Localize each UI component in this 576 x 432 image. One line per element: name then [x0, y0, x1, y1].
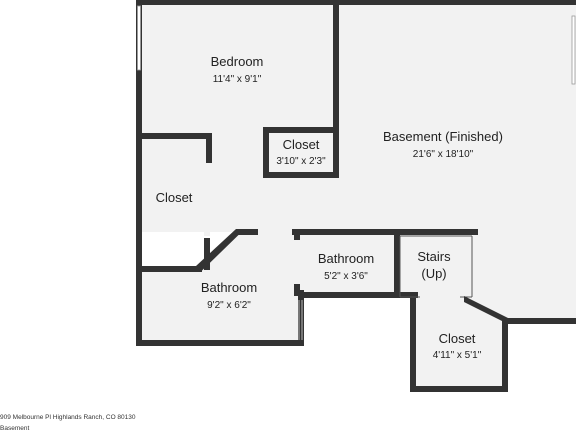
wall-bottom-left — [136, 340, 304, 346]
property-address: 909 Melbourne Pl Highlands Ranch, CO 801… — [0, 414, 136, 421]
wall-left-closet-bottom — [136, 266, 202, 272]
wall-small-bath-right — [394, 229, 400, 298]
wall-bedroom-right — [333, 0, 339, 178]
stairs-direction: (Up) — [421, 266, 446, 281]
small-bathroom-floor — [300, 232, 394, 298]
wall-bottom-right — [502, 318, 576, 324]
wall-closet-right — [502, 318, 508, 392]
basement-label: Basement (Finished) — [383, 129, 503, 144]
wall-top — [136, 0, 576, 5]
floor-level: Basement — [0, 425, 30, 432]
bedroom-label: Bedroom — [211, 54, 264, 69]
wall-closet-side — [263, 127, 269, 178]
small-bathroom-label: Bathroom — [318, 251, 374, 266]
wall-closet-top — [263, 127, 339, 133]
wall-bath-right — [298, 290, 304, 346]
large-bathroom-label: Bathroom — [201, 280, 257, 295]
wall-stairs-top — [394, 229, 478, 235]
large-bathroom-dimensions: 9'2" x 6'2" — [207, 300, 251, 311]
bath-doorway — [258, 229, 292, 235]
bedroom-closet-dimensions: 3'10" x 2'3" — [276, 156, 326, 167]
wall-bottom-middle — [298, 292, 418, 298]
wall-closet-diagonal — [464, 296, 508, 324]
small-bath-doorway — [294, 240, 300, 284]
bedroom-doorway — [212, 156, 262, 162]
wall-left-closet-right — [204, 238, 210, 270]
left-closet-label: Closet — [156, 190, 193, 205]
wall-closet-left — [410, 292, 416, 392]
stairs-floor — [394, 232, 474, 298]
bedroom-closet-label: Closet — [283, 137, 320, 152]
wall-stairs-side — [472, 229, 478, 235]
bottom-closet-dimensions: 4'11" x 5'1" — [433, 350, 482, 361]
wall-closet-bottom — [410, 386, 508, 392]
wall-left — [136, 0, 142, 346]
bathroom-floor — [142, 232, 300, 345]
wall-bedroom-bottom — [136, 133, 212, 139]
bottom-closet-label: Closet — [439, 331, 476, 346]
closet-doorway — [204, 168, 210, 236]
window-left — [137, 5, 141, 71]
small-bathroom-dimensions: 5'2" x 3'6" — [324, 271, 368, 282]
basement-dimensions: 21'6" x 18'10" — [413, 149, 474, 160]
wall-closet-floor — [263, 172, 339, 178]
bedroom-dimensions: 11'4" x 9'1" — [213, 74, 262, 85]
closet-bottom-doorway — [420, 292, 460, 298]
wall-small-bath-top — [294, 229, 400, 235]
stairs-label: Stairs — [417, 249, 451, 264]
wall-bedroom-jamb — [206, 133, 212, 163]
window-right — [571, 15, 576, 85]
vent-grill — [298, 300, 303, 340]
basement-floor — [142, 2, 576, 232]
